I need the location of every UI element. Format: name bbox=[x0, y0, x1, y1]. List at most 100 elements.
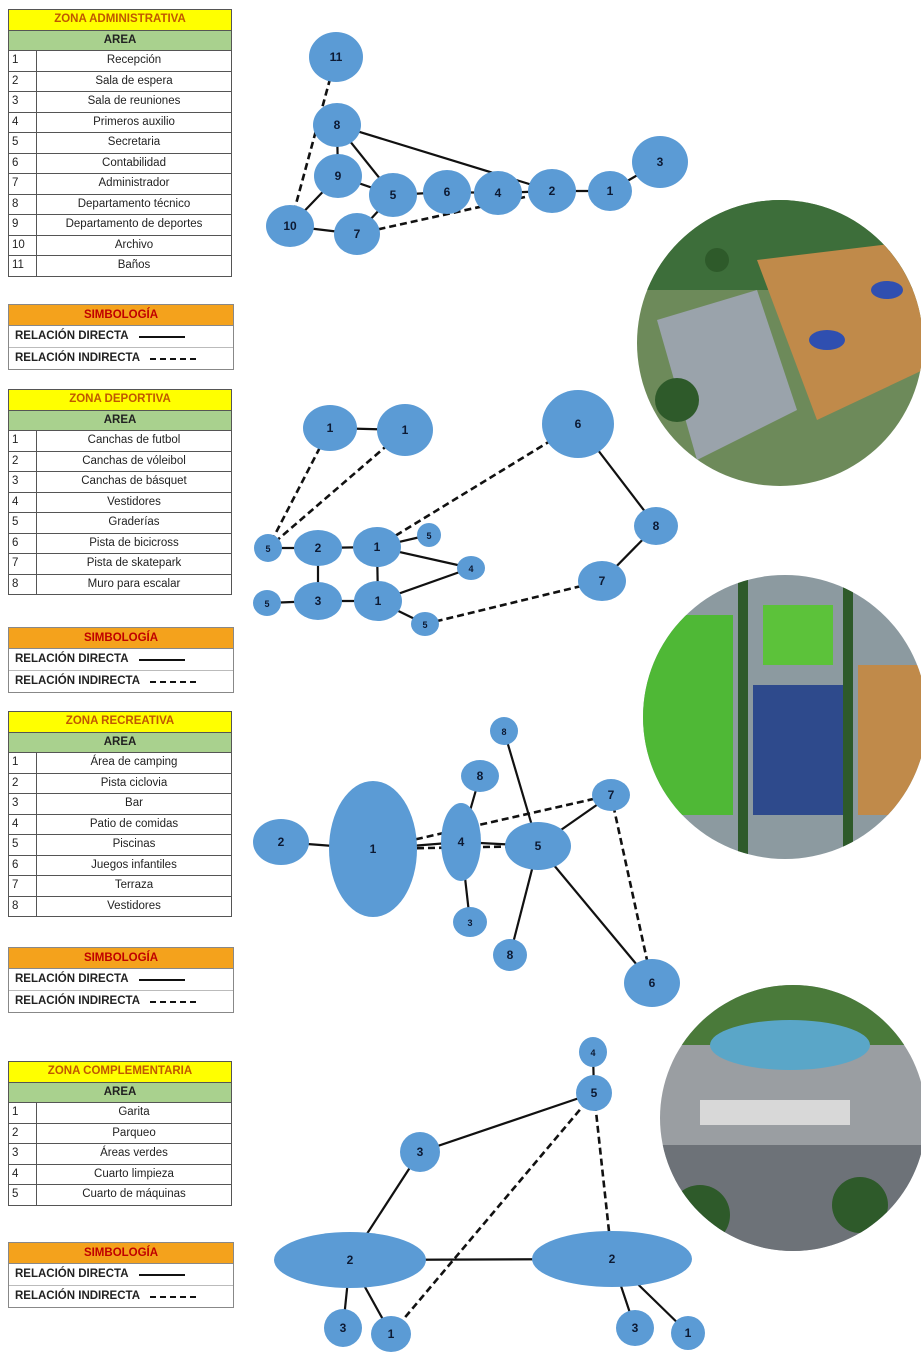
diagram-node-label: 9 bbox=[335, 169, 342, 183]
diagram-node bbox=[294, 530, 342, 566]
direct-relation-line bbox=[537, 845, 653, 984]
diagram-node-label: 1 bbox=[402, 423, 409, 437]
row-area-name: Pista de bicicross bbox=[36, 532, 232, 554]
diagram-node-label: 3 bbox=[657, 155, 664, 169]
diagram-node bbox=[329, 781, 417, 917]
diagram-node bbox=[457, 556, 485, 580]
solid-line-symbol bbox=[138, 335, 185, 338]
row-number: 5 bbox=[8, 1184, 37, 1206]
diagram-node bbox=[377, 404, 433, 456]
diagram-node bbox=[588, 171, 632, 211]
direct-relation-line bbox=[419, 1091, 595, 1154]
diagram-node bbox=[542, 390, 614, 458]
diagram-node-label: 8 bbox=[501, 727, 506, 737]
courts-render-photo bbox=[643, 575, 921, 859]
legend-title: SIMBOLOGÍA bbox=[9, 948, 233, 969]
diagram-node bbox=[294, 582, 342, 620]
legend-box: SIMBOLOGÍA RELACIÓN DIRECTA RELACIÓN IND… bbox=[8, 947, 234, 1013]
diagram-node-label: 5 bbox=[265, 544, 270, 554]
legend-title: SIMBOLOGÍA bbox=[9, 628, 233, 649]
solid-line-symbol bbox=[138, 1273, 185, 1276]
diagram-node bbox=[624, 959, 680, 1007]
diagram-node-label: 7 bbox=[354, 227, 361, 241]
row-area-name: Canchas de futbol bbox=[36, 430, 232, 452]
row-area-name: Contabilidad bbox=[36, 152, 232, 174]
diagram-node bbox=[353, 527, 401, 567]
row-area-name: Áreas verdes bbox=[36, 1143, 232, 1165]
row-area-name: Muro para escalar bbox=[36, 573, 232, 595]
diagram-node-label: 4 bbox=[590, 1048, 595, 1058]
diagram-node-label: 1 bbox=[388, 1327, 395, 1341]
diagram-node-label: 11 bbox=[330, 50, 343, 64]
diagram-node bbox=[417, 523, 441, 547]
diagram-node-label: 5 bbox=[535, 839, 542, 853]
sports-complex-render-photo bbox=[637, 200, 921, 486]
indirect-relation-line bbox=[267, 429, 406, 549]
diagram-node bbox=[303, 405, 357, 451]
legend-direct-label: RELACIÓN DIRECTA bbox=[15, 653, 129, 665]
diagram-node bbox=[474, 171, 522, 215]
diagram-node-label: 1 bbox=[685, 1326, 692, 1340]
diagram-node-label: 7 bbox=[599, 574, 606, 588]
indirect-relation-line bbox=[609, 794, 654, 984]
diagram-node bbox=[490, 717, 518, 745]
diagram-node bbox=[632, 136, 688, 188]
diagram-node-label: 7 bbox=[608, 788, 615, 802]
diagram-node-label: 3 bbox=[632, 1321, 639, 1335]
row-area-name: Departamento de deportes bbox=[36, 214, 232, 236]
diagram-node bbox=[253, 590, 281, 616]
legend-indirect-label: RELACIÓN INDIRECTA bbox=[15, 675, 141, 687]
diagram-node bbox=[453, 907, 487, 937]
dashed-line-symbol bbox=[150, 680, 197, 683]
indirect-relation-line bbox=[592, 1092, 614, 1260]
diagram-node bbox=[671, 1316, 705, 1350]
diagram-node-label: 2 bbox=[549, 184, 556, 198]
solid-line-symbol bbox=[138, 978, 185, 981]
legend-title: SIMBOLOGÍA bbox=[9, 305, 233, 326]
diagram-node bbox=[528, 169, 576, 213]
row-area-name: Cuarto de máquinas bbox=[36, 1184, 232, 1206]
table-title: ZONA RECREATIVA bbox=[8, 711, 232, 733]
diagram-node-label: 1 bbox=[370, 842, 377, 856]
dashed-line-symbol bbox=[150, 357, 197, 360]
diagram-node-label: 8 bbox=[477, 769, 484, 783]
diagram-node-label: 6 bbox=[575, 417, 582, 431]
diagram-node bbox=[592, 779, 630, 811]
diagram-node-label: 8 bbox=[507, 948, 514, 962]
diagram-node-label: 4 bbox=[458, 835, 465, 849]
diagram-node bbox=[505, 822, 571, 870]
diagram-node bbox=[616, 1310, 654, 1346]
indirect-relation-line bbox=[376, 422, 579, 549]
diagram-node-label: 5 bbox=[422, 620, 427, 630]
indirect-relation-line bbox=[390, 1092, 595, 1335]
indirect-relation-line bbox=[372, 793, 612, 851]
indirect-relation-line bbox=[288, 56, 338, 227]
diagram-node-label: 6 bbox=[444, 185, 451, 199]
diagram-node-label: 3 bbox=[417, 1145, 424, 1159]
legend-direct-label: RELACIÓN DIRECTA bbox=[15, 973, 129, 985]
diagram-node bbox=[400, 1132, 440, 1172]
row-area-name: Vestidores bbox=[36, 491, 232, 513]
diagram-node bbox=[634, 507, 678, 545]
diagram-node bbox=[423, 170, 471, 214]
diagram-node bbox=[324, 1309, 362, 1347]
row-area-name: Baños bbox=[36, 255, 232, 277]
diagram-node-label: 5 bbox=[390, 188, 397, 202]
diagram-node-label: 10 bbox=[283, 219, 297, 233]
diagram-node-label: 3 bbox=[315, 594, 322, 608]
